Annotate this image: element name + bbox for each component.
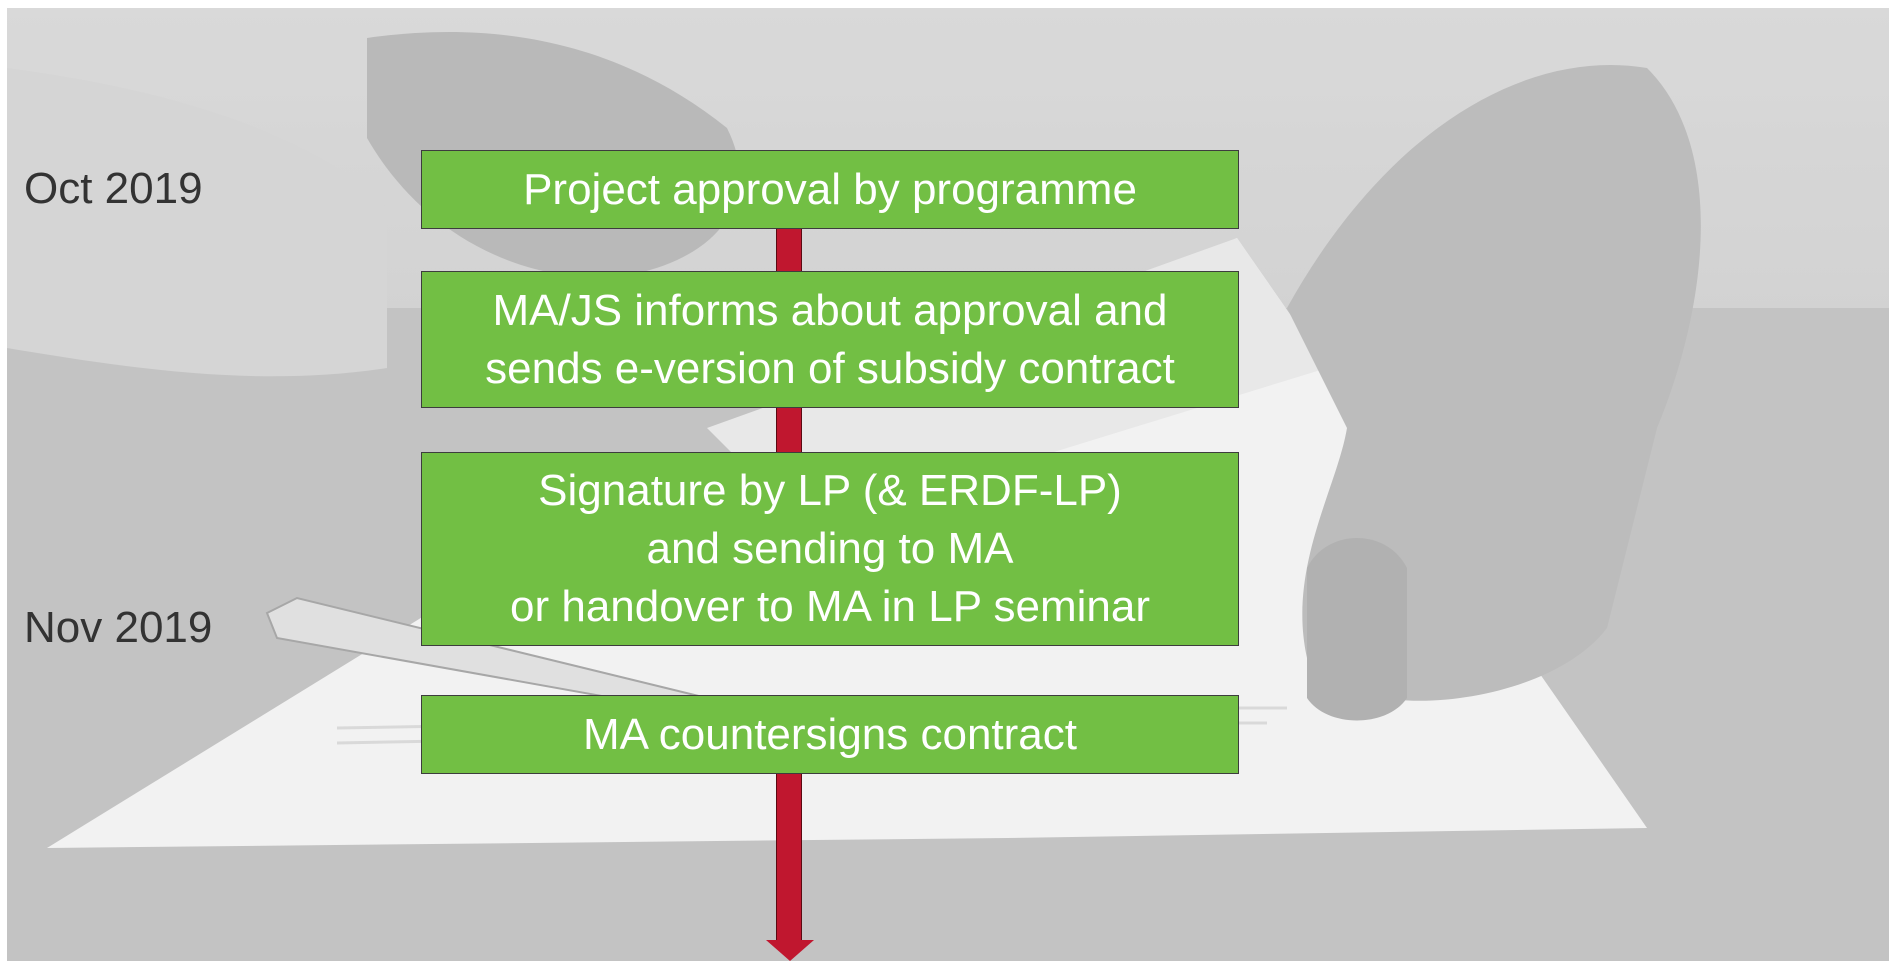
step-text-line: and sending to MA: [646, 524, 1014, 573]
step-text-line: or handover to MA in LP seminar: [510, 582, 1150, 631]
date-label-nov: Nov 2019: [24, 603, 213, 652]
step-box-project-approval: Project approval by programme: [421, 150, 1239, 229]
step-text-line: Signature by LP (& ERDF-LP): [538, 466, 1122, 515]
step-box-signature: Signature by LP (& ERDF-LP) and sending …: [421, 452, 1239, 646]
arrow-shaft-segment: [776, 406, 802, 454]
arrow-head: [766, 940, 814, 961]
step-box-ma-countersigns: MA countersigns contract: [421, 695, 1239, 774]
right-hand-shape: [1287, 65, 1701, 701]
right-finger-shape: [1307, 538, 1407, 721]
step-text-line: MA/JS informs about approval and: [492, 285, 1168, 335]
left-sleeve-shape: [7, 68, 387, 377]
arrow-shaft-segment: [776, 772, 802, 942]
date-label-oct: Oct 2019: [24, 164, 203, 213]
step-text-line: sends e-version of subsidy contract: [485, 343, 1175, 393]
step-text-line: MA countersigns contract: [582, 709, 1077, 759]
step-text-line: Project approval by programme: [523, 164, 1137, 214]
arrow-shaft-segment: [776, 226, 802, 272]
step-box-ma-js-informs: MA/JS informs about approval and sends e…: [421, 271, 1239, 408]
